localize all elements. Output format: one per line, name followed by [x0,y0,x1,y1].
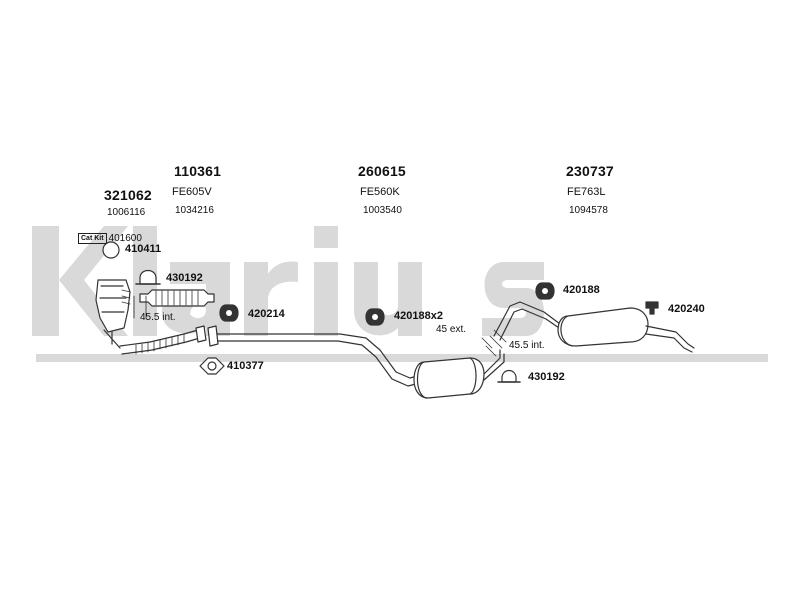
callout-430192-top: 430192 [166,272,203,284]
part-sub-fe763l: FE763L [567,186,606,198]
front-flex-pipe [119,325,207,355]
cat-kit-tag: Cat Kit [78,233,107,245]
hanger-420240 [645,301,659,315]
gasket-410377 [199,357,225,375]
watermark-logo [32,226,768,362]
clamp-430192-top [135,269,161,285]
callout-410377: 410377 [227,360,264,372]
part-code-230737: 230737 [566,163,614,179]
flex-joint [139,289,215,307]
dim-marker-left [133,295,147,319]
dimension-middle: 45 ext. [436,324,467,335]
dim-marker-right [489,329,507,349]
callout-420188x2: 420188x2 [394,310,443,322]
mount-420188 [535,282,555,300]
dimension-left: 45.5 int. [140,312,176,323]
part-sub-fe605v: FE605V [172,186,212,198]
part-number-1003540: 1003540 [363,205,402,216]
callout-420188: 420188 [563,284,600,296]
callout-410411: 410411 [125,243,162,255]
gasket-410411 [102,241,120,259]
dimension-right: 45.5 int. [509,340,545,351]
part-sub-fe560k: FE560K [360,186,400,198]
rear-silencer [557,307,695,353]
callout-430192-bottom: 430192 [528,371,565,383]
rear-pipe [493,301,563,341]
part-number-1094578: 1094578 [569,205,608,216]
cat-kit-value: 401600 [108,233,142,245]
callout-420240: 420240 [668,303,705,315]
part-number-1006116: 1006116 [107,207,146,218]
centre-silencer [413,349,505,399]
intermediate-pipe [207,325,425,387]
part-code-321062: 321062 [104,187,152,203]
dim-marker-middle [481,337,497,357]
clamp-430192-bottom [497,369,521,383]
mount-420214 [219,304,239,322]
part-number-1034216: 1034216 [175,205,214,216]
callout-420214: 420214 [248,308,285,320]
part-code-110361: 110361 [174,163,222,179]
catalytic-converter [95,279,131,349]
mount-420188x2 [365,308,385,326]
part-code-260615: 260615 [358,163,406,179]
